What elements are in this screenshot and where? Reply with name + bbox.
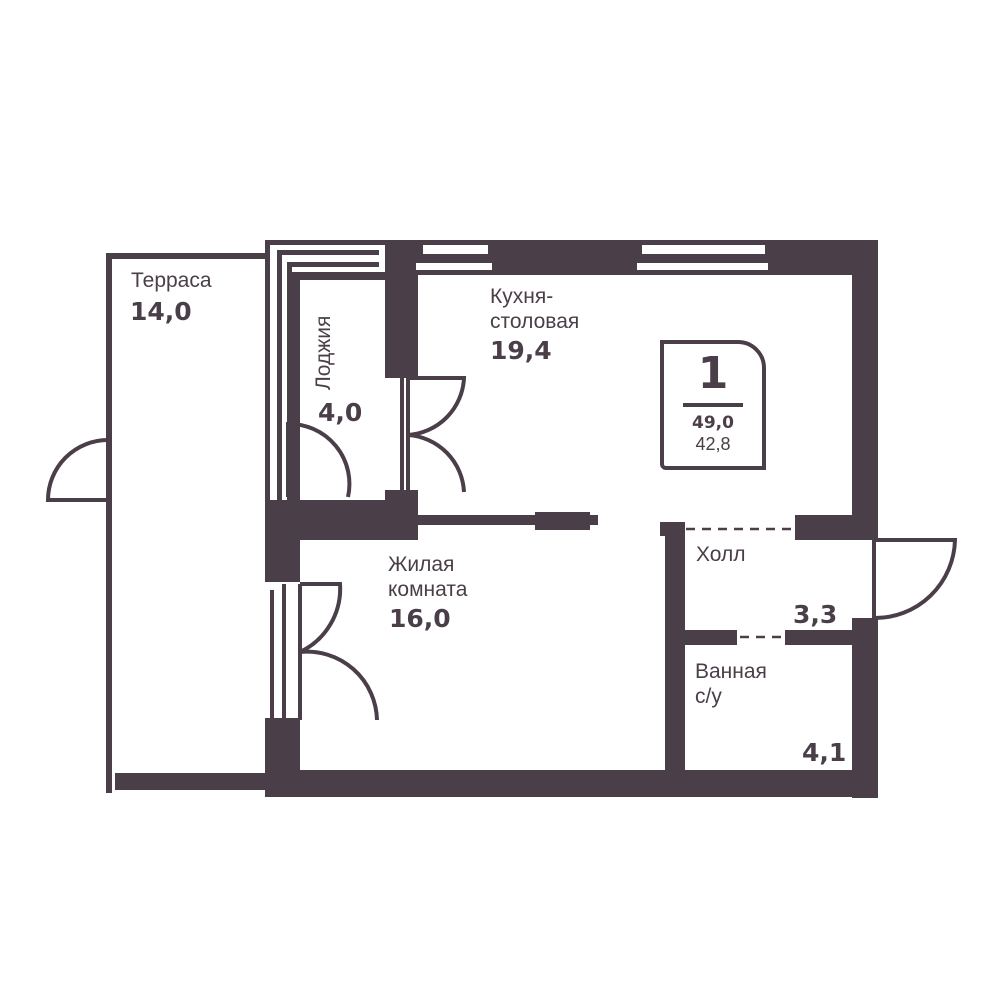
rooms-count: 1 — [697, 348, 729, 399]
doors — [45, 376, 958, 721]
room-label-kitchen-line1: Кухня- — [490, 285, 554, 308]
loggia-door — [286, 421, 352, 498]
living-area: 42,8 — [695, 434, 731, 454]
room-area-loggia: 4,0 — [318, 398, 363, 427]
room-label-kitchen-line2: столовая — [490, 310, 580, 333]
entrance-door — [872, 538, 958, 621]
divider — [683, 403, 743, 407]
room-label-loggia: Лоджия — [312, 315, 335, 390]
room-area-living: 16,0 — [389, 604, 451, 633]
windows — [416, 245, 768, 270]
room-label-bathroom-line2: с/у — [695, 685, 722, 708]
kitchen-door — [400, 376, 467, 493]
room-area-hall: 3,3 — [793, 600, 838, 629]
zone-dividers — [686, 527, 795, 639]
walls — [106, 240, 878, 798]
total-area: 49,0 — [692, 413, 734, 433]
terrace-door — [45, 438, 109, 502]
room-label-living-line2: комната — [388, 578, 468, 601]
room-label-living-line1: Жилая — [388, 553, 455, 576]
room-area-bathroom: 4,1 — [802, 738, 847, 767]
room-area-kitchen: 19,4 — [490, 336, 552, 365]
room-area-terrace: 14,0 — [130, 297, 192, 326]
room-label-bathroom-line1: Ванная — [695, 660, 767, 683]
room-label-hall: Холл — [696, 543, 746, 566]
living-room-door — [270, 582, 379, 721]
room-label-terrace: Терраса — [131, 269, 212, 292]
apartment-summary-card: 1 49,0 42,8 — [660, 340, 766, 470]
